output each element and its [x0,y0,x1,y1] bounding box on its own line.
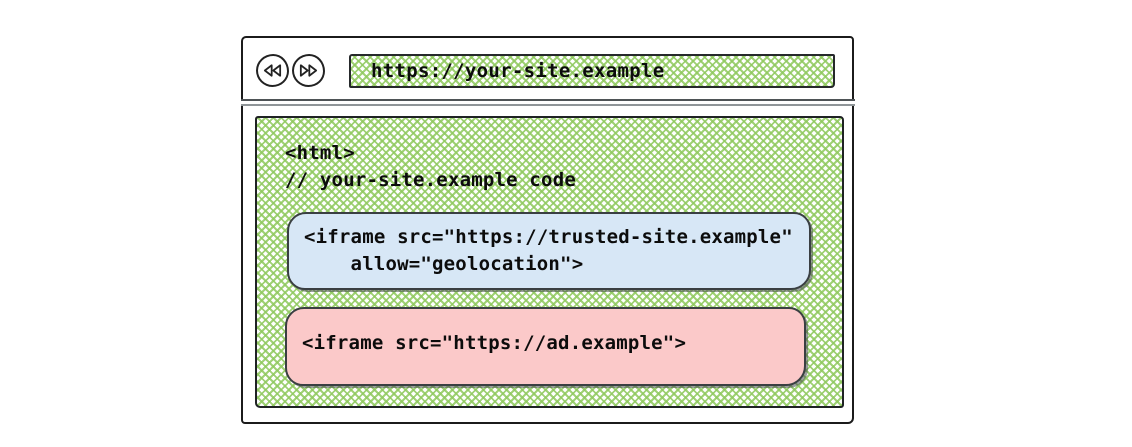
trusted-iframe-code-line-1: <iframe src="https://trusted-site.exampl… [304,226,793,248]
toolbar-divider [240,99,855,106]
trusted-iframe-box: <iframe src="https://trusted-site.exampl… [287,212,811,290]
ad-iframe-code-line: <iframe src="https://ad.example"> [302,332,687,354]
code-line-site-comment: // your-site.example code [285,169,576,191]
ad-iframe-box: <iframe src="https://ad.example"> [285,307,806,386]
forward-button[interactable] [292,54,325,87]
browser-window: https://your-site.example <html> // your… [240,36,855,424]
back-button[interactable] [256,54,289,87]
page-content-area: <html> // your-site.example code <iframe… [255,116,844,408]
double-chevron-left-icon [263,64,282,77]
code-line-html-tag: <html> [285,142,355,164]
url-bar[interactable]: https://your-site.example [349,54,835,88]
url-text: https://your-site.example [371,60,665,82]
page-source-code: <html> // your-site.example code [285,140,576,194]
trusted-iframe-code-line-2: allow="geolocation"> [304,253,584,275]
double-chevron-right-icon [299,64,318,77]
